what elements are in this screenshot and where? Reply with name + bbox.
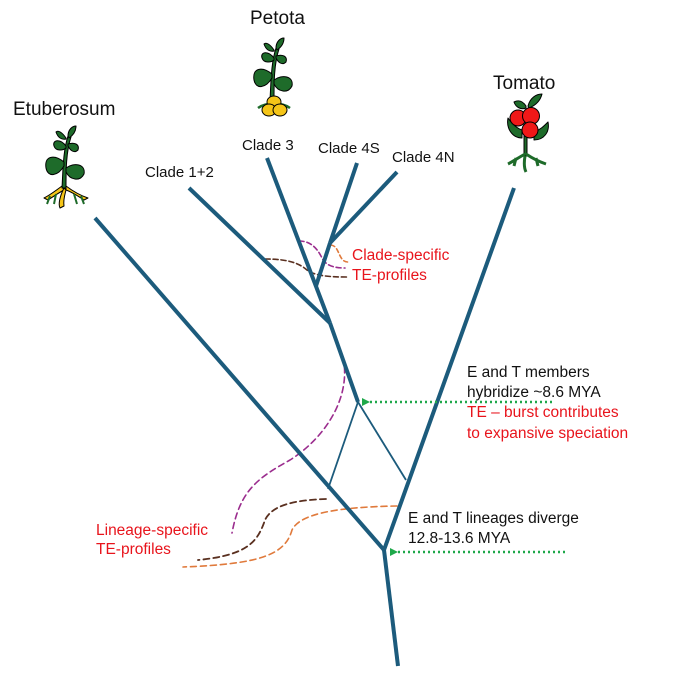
branch-clade-4s: [328, 162, 359, 244]
divergence-label-line2: 12.8-13.6 MYA: [408, 530, 511, 547]
hybrid-branch-right: [357, 401, 407, 481]
branch-clade-1-2: [187, 186, 332, 325]
clade-label-3: Clade 3: [242, 137, 294, 154]
plant-with-roots-icon: [43, 125, 89, 209]
branch-clade-4n: [328, 170, 399, 245]
tomato-plant-icon: [507, 93, 549, 173]
clade-label-4s: Clade 4S: [318, 140, 380, 157]
branch-clade-4: [314, 242, 332, 287]
clade-label-4n: Clade 4N: [392, 149, 455, 166]
potato-plant-icon: [253, 37, 293, 117]
hybrid-branch-left: [327, 401, 359, 490]
te-burst-label-line1: TE – burst contributes: [467, 404, 619, 421]
lineage-te-curve-orange: [182, 505, 398, 568]
lineage-te-curve-purple: [231, 356, 346, 534]
hybridization-label-line2: hybridize ~8.6 MYA: [467, 384, 601, 401]
branch-etuberosum: [93, 216, 386, 552]
te-profile-curves: [182, 240, 398, 568]
lineage-te-label-line2: TE-profiles: [96, 541, 171, 558]
hybridization-label-line1: E and T members: [467, 364, 590, 381]
branch-petota-stem: [328, 322, 360, 403]
lineage-te-label-line1: Lineage-specific: [96, 522, 209, 539]
tree-branches: [93, 157, 516, 667]
branch-clade-3: [265, 157, 332, 324]
te-burst-label-line2: to expansive speciation: [467, 425, 629, 442]
clade-label-1-2: Clade 1+2: [145, 164, 214, 181]
divergence-label-line1: E and T lineages diverge: [408, 510, 579, 527]
branch-tomato: [382, 187, 516, 551]
clade-te-curve-orange: [330, 244, 349, 263]
clade-te-label-line2: TE-profiles: [352, 267, 427, 284]
lineage-te-curve-brown: [197, 498, 327, 561]
taxon-label-tomato: Tomato: [493, 73, 556, 94]
root-branch: [382, 549, 400, 667]
clade-te-curve-brown: [264, 258, 348, 278]
taxon-label-etuberosum: Etuberosum: [13, 99, 116, 120]
clade-te-label-line1: Clade-specific: [352, 247, 450, 264]
clade-te-curve-purple: [298, 240, 346, 269]
taxon-label-petota: Petota: [250, 8, 305, 29]
